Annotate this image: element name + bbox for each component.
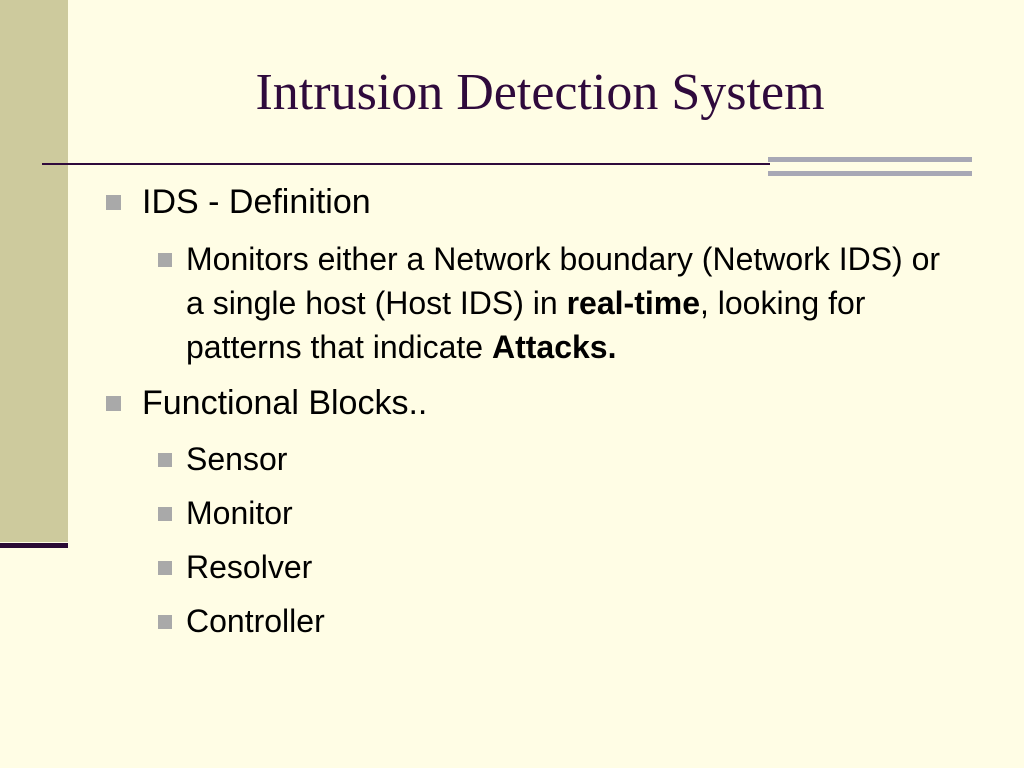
sub-bullet-text: Sensor <box>186 441 288 477</box>
sub-bullet-text: Monitor <box>186 495 293 531</box>
bullet-text: Functional Blocks.. <box>142 384 428 422</box>
sub-bullet-definition: Monitors either a Network boundary (Netw… <box>158 237 966 369</box>
square-bullet-icon <box>106 195 121 210</box>
definition-part-2: , looking for patterns that indicate <box>186 285 866 365</box>
title-rule-bar-top <box>768 157 972 162</box>
title-rule-bar-bottom <box>768 171 972 176</box>
bullet-ids-definition: IDS - Definition <box>106 182 371 222</box>
square-bullet-icon <box>158 561 172 575</box>
left-decorative-band <box>0 0 68 542</box>
sub-bullet-monitor: Monitor <box>158 491 293 535</box>
definition-part-1: Monitors either a Network boundary (Netw… <box>186 241 941 321</box>
square-bullet-icon <box>158 615 172 629</box>
definition-bold-attacks: Attacks. <box>491 329 617 365</box>
square-bullet-icon <box>106 396 121 411</box>
sub-bullet-controller: Controller <box>158 599 325 643</box>
sub-bullet-resolver: Resolver <box>158 545 313 589</box>
slide-title: Intrusion Detection System <box>255 64 825 121</box>
square-bullet-icon <box>158 253 172 267</box>
bullet-functional-blocks: Functional Blocks.. <box>106 383 428 423</box>
sub-bullet-sensor: Sensor <box>158 437 288 481</box>
definition-text: Monitors either a Network boundary (Netw… <box>186 241 940 365</box>
left-accent-line <box>0 543 68 548</box>
title-underline <box>42 163 770 165</box>
sub-bullet-text: Controller <box>186 603 325 639</box>
square-bullet-icon <box>158 453 172 467</box>
square-bullet-icon <box>158 507 172 521</box>
definition-bold-realtime: real-time <box>566 285 700 321</box>
bullet-text: IDS - Definition <box>142 183 371 221</box>
sub-bullet-text: Resolver <box>186 549 313 585</box>
